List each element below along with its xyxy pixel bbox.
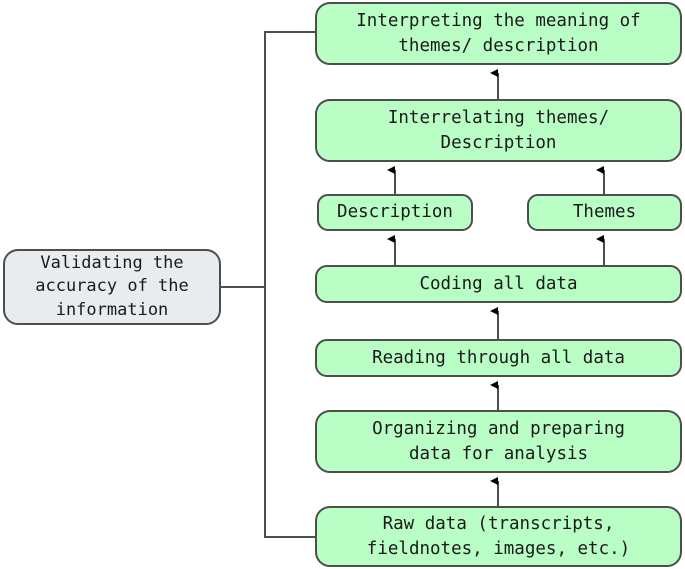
node-shape-description[interactable] — [317, 194, 473, 231]
node-shape-organizing[interactable] — [315, 410, 682, 473]
node-shape-coding[interactable] — [315, 265, 682, 303]
node-shape-reading[interactable] — [315, 339, 682, 377]
node-shape-validating[interactable] — [3, 249, 221, 325]
edge-validating-bracket — [220, 31, 317, 538]
node-shape-themes[interactable] — [527, 194, 682, 231]
node-shape-interrelating[interactable] — [315, 99, 682, 162]
node-shape-rawdata[interactable] — [315, 506, 682, 567]
node-shape-interpreting[interactable] — [315, 2, 682, 65]
